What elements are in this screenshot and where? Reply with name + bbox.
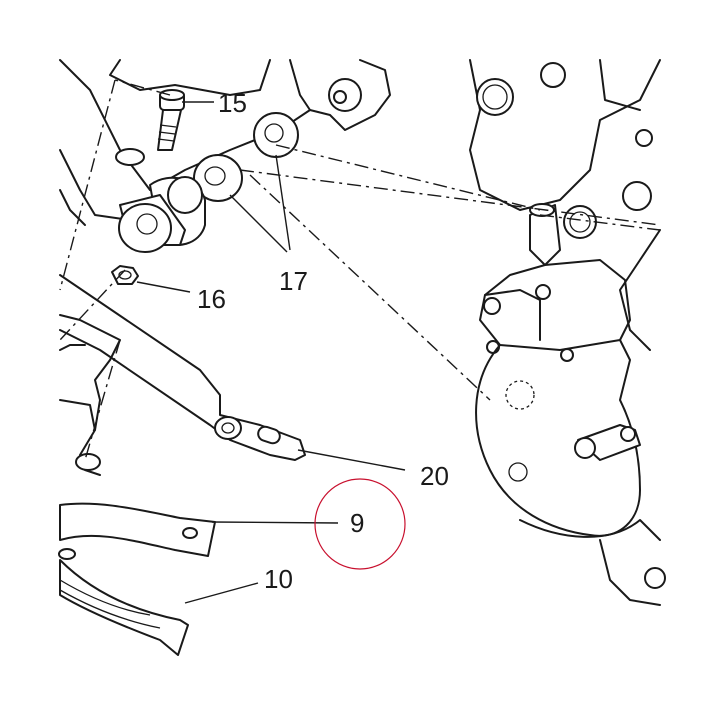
guard-10 — [58, 548, 189, 656]
callout-15: 15 — [218, 88, 247, 118]
highlight-circle — [314, 478, 406, 570]
bolt-15 — [157, 89, 185, 151]
bracket-strip-9 — [59, 502, 216, 557]
frame-bracket — [59, 59, 391, 476]
engine-crankcase — [469, 59, 666, 606]
callout-17: 17 — [279, 266, 308, 296]
callout-10: 10 — [264, 564, 293, 594]
callout-9: 9 — [350, 508, 364, 538]
washer-17-upper — [253, 112, 299, 158]
leader-lines — [136, 101, 406, 604]
washer-17-lower — [193, 154, 243, 202]
nut-16 — [111, 265, 139, 285]
callout-20: 20 — [420, 461, 449, 491]
callout-16: 16 — [197, 284, 226, 314]
assembly-axes — [59, 79, 661, 461]
rubber-bushing — [118, 176, 206, 253]
